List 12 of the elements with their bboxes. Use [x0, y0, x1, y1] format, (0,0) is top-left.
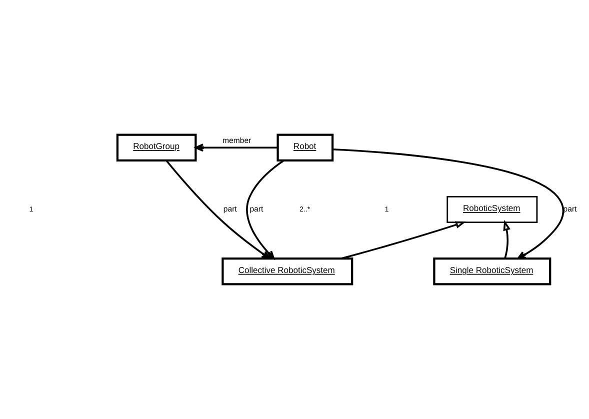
- node-box: Collective RoboticSystem: [222, 258, 354, 286]
- edge-label: part: [250, 204, 264, 214]
- arrow: [503, 220, 510, 259]
- edge-label: part: [223, 204, 237, 214]
- arrow: [194, 144, 278, 152]
- node-box: RoboticSystem: [446, 196, 538, 224]
- edge-label: member: [222, 136, 252, 146]
- arrow: [340, 221, 466, 260]
- node-box: Single RoboticSystem: [433, 258, 552, 286]
- node-box: Robot: [276, 134, 334, 162]
- arrow: [332, 148, 564, 260]
- node-box: RobotGroup: [116, 134, 197, 162]
